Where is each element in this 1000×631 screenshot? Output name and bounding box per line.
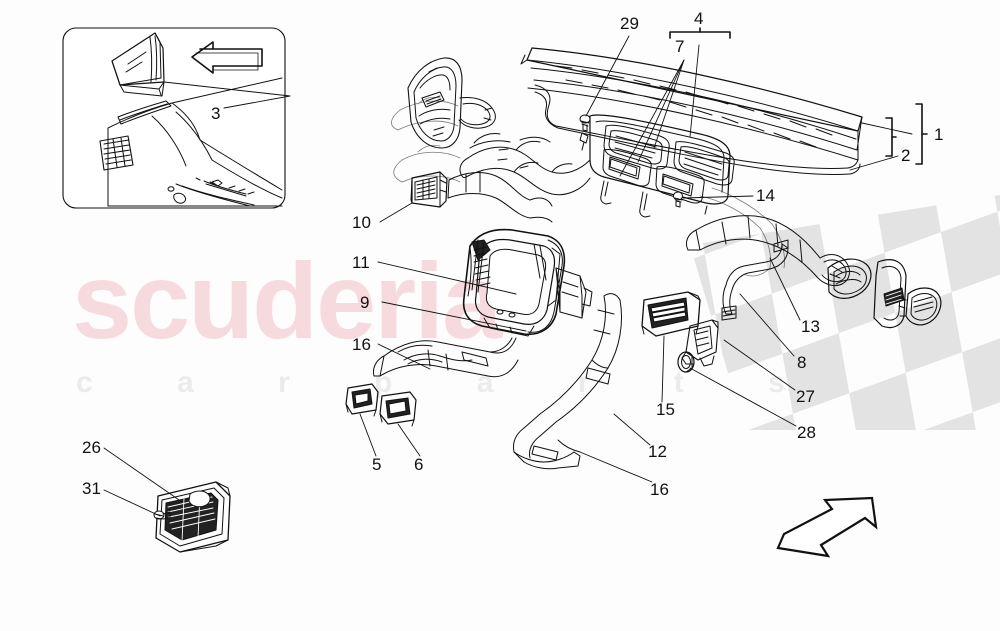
callout-label-31: 31 — [82, 479, 101, 498]
rear-air-vent-26 — [153, 481, 231, 553]
vent-nozzle-5 — [345, 383, 379, 417]
direction-arrow-bottom-right — [776, 496, 878, 558]
right-outlet-cluster — [827, 258, 942, 329]
lower-center-duct-12 — [513, 293, 622, 470]
callout-bracket-4 — [669, 27, 731, 39]
callout-label-13: 13 — [801, 317, 820, 336]
callout-label-4: 4 — [694, 9, 704, 28]
callout-label-27: 27 — [796, 387, 815, 406]
callout-label-11: 11 — [352, 253, 370, 272]
coolant-hose-8 — [721, 239, 789, 321]
callout-label-15: 15 — [656, 400, 675, 419]
upper-air-duct — [459, 133, 591, 196]
callout-bracket-1-2 — [885, 103, 928, 165]
callout-label-29: 29 — [620, 14, 639, 33]
callout-label-26: 26 — [82, 438, 101, 457]
left-side-duct-bracket — [407, 57, 496, 149]
vent-nozzle-6 — [379, 391, 417, 427]
center-air-vent-assembly — [579, 114, 735, 218]
windshield-defroster-grille — [520, 47, 863, 175]
leader-lines — [103, 35, 913, 517]
callout-label-5: 5 — [372, 455, 382, 474]
lower-left-duct-16 — [373, 337, 519, 378]
right-side-duct-13 — [685, 215, 850, 287]
grommet-28 — [677, 351, 695, 373]
callout-label-16-left: 16 — [352, 335, 371, 354]
callout-label-2: 2 — [901, 146, 911, 165]
callout-label-1: 1 — [934, 125, 944, 144]
callout-label-7: 7 — [675, 37, 685, 56]
watermark-subtitle-text: c a r p a r t s — [76, 366, 823, 399]
callout-label-9: 9 — [360, 293, 370, 312]
duct-to-small-vent — [447, 171, 553, 223]
callout-label-14: 14 — [756, 186, 775, 205]
callout-label-16-bottom: 16 — [650, 480, 669, 499]
vent-outlet-15 — [641, 291, 701, 337]
callout-label-28: 28 — [797, 423, 816, 442]
callout-label-10: 10 — [352, 213, 371, 232]
callout-label-3: 3 — [211, 104, 221, 123]
background-duct-left — [391, 96, 461, 183]
callout-label-6: 6 — [414, 455, 424, 474]
door-panel-inset — [62, 27, 286, 209]
callout-label-8: 8 — [797, 353, 807, 372]
callout-label-12: 12 — [648, 442, 667, 461]
